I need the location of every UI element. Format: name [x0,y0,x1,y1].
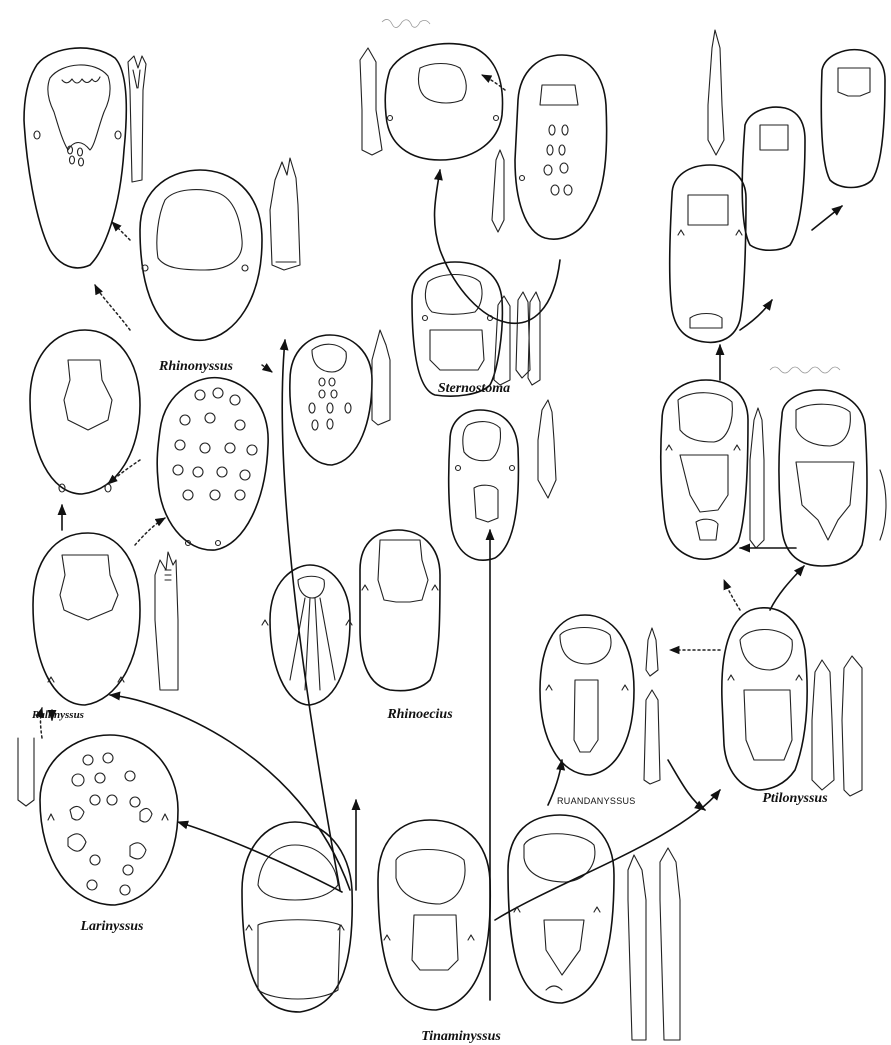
label-rhinonyssus: Rhinonyssus [158,359,233,374]
sternostoma-lower-shield [449,410,519,560]
rhinonyssus-round-shield [140,170,262,340]
ptilonyssus-main-shield [722,608,807,790]
rhinoecius-chelicera [372,330,390,425]
ptilonyssus-shield-top-right [821,50,885,188]
rhinonyssus-chelicera-2 [270,158,300,270]
ruandanyssus-shield [540,615,634,775]
arrow-ptilonyssus-diag [770,566,804,610]
ptilonyssus-long-shield [670,165,746,342]
arrow-to-rhinonyssus [282,340,340,890]
rhinoecius-lower-shield [262,565,352,705]
ptilonyssus-chelicerae-pair [812,656,862,796]
rallinyssus-upper-shield [30,330,140,494]
tinaminyssus-shield-1 [242,822,352,1012]
rallinyssus-lower-shield [33,533,140,705]
sternostoma-chelicera-top [360,48,382,155]
arrow-to-rallinyssus [110,695,350,890]
arrow-sternostoma-lineage [435,170,560,323]
rhinonyssus-chelicera-1 [128,56,146,182]
pencil-annotation-right [770,367,840,373]
tinaminyssus-shield-3 [508,815,614,1003]
tinaminyssus-shield-2 [378,820,490,1010]
arrow-to-larinyssus [178,822,342,892]
dashed-rhino-1 [112,222,130,240]
ptilonyssus-shield-right [779,390,886,566]
ptilonyssus-shield-left [661,380,748,559]
label-rallinyssus: Rallinyssus [31,709,84,721]
sternostoma-mid-shield [412,262,502,396]
ptilonyssus-chelicera-right [750,408,764,548]
sternostoma-chelicera-mid [492,150,504,232]
ruandanyssus-chelicerae [644,628,660,784]
rallinyssus-spotted-shield [157,378,268,550]
dashed-ptilo-2 [724,580,740,610]
dashed-lar-1 [41,708,43,738]
rallinyssus-chelicera [155,552,178,690]
label-sternostoma: Sternostoma [438,381,510,396]
tinaminyssus-chelicerae [628,848,680,1040]
arrow-to-ptilonyssus [495,790,720,920]
label-rhinoecius: Rhinoecius [386,707,453,722]
dashed-rall-2 [135,518,165,545]
dashed-rhino-3 [262,365,272,372]
sternostoma-ventral-shield [515,55,607,239]
label-larinyssus: Larinyssus [79,919,144,934]
ptilonyssus-shield-small [742,107,805,250]
arrow-ptilo-chain-2 [812,206,842,230]
larinyssus-shield [40,735,178,905]
label-ptilonyssus: Ptilonyssus [762,791,828,806]
rhinonyssus-elongate-shield [24,48,126,268]
arrow-ptilo-chain-1 [740,300,772,330]
larinyssus-stub-chelicera [18,738,34,806]
rhinoecius-upper-shield [290,335,372,465]
ptilonyssus-chelicera-top [708,30,724,155]
sternostoma-round-shield [385,44,502,160]
label-tinaminyssus: Tinaminyssus [421,1029,501,1044]
pencil-annotation-top [382,19,430,27]
rhinoecius-right-shield [360,530,440,691]
sternostoma-chelicera-lower [538,400,556,498]
dashed-rhino-2 [95,285,130,330]
arrow-ruandanyssus-right [668,760,705,810]
label-ruandanyssus: RUANDANYSSUS [557,796,636,806]
